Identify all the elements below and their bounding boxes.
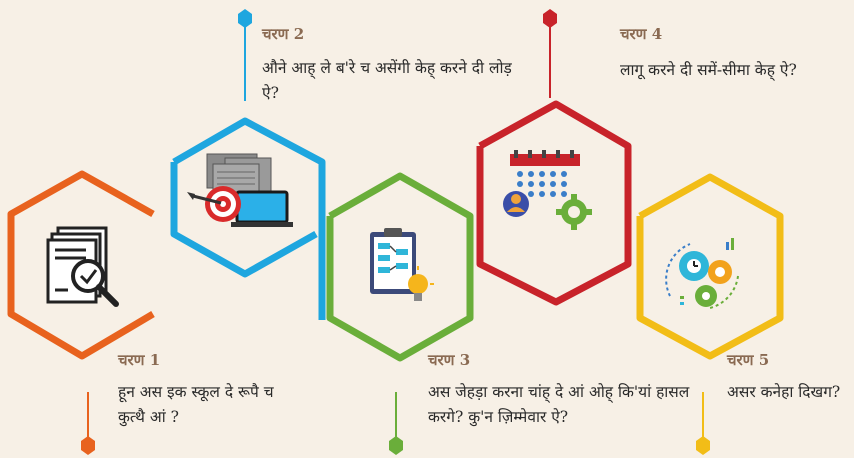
- step-3-label: चरण 3: [428, 351, 471, 369]
- step-1-label: चरण 1: [118, 351, 161, 369]
- step-4-text: लागू करने दी समें-सीमा केह् ऐ?: [620, 61, 797, 79]
- target-laptop-icon: [187, 153, 293, 227]
- step-2-label: चरण 2: [262, 25, 305, 43]
- step-5-hexagon: [636, 173, 784, 455]
- step-1-hexagon: [7, 170, 155, 455]
- step-4-hexagon: [476, 9, 632, 306]
- step-2-hexagon: [170, 9, 326, 320]
- step-5-text: असर कनेहा दिखग?: [727, 383, 841, 401]
- calendar-gear-icon: [503, 150, 592, 230]
- step-3-hexagon: [326, 172, 474, 455]
- step-3-text: अस जेहड़ा करना चांह् दे आं ओह् कि'यां हा…: [428, 383, 690, 426]
- step-5-label: चरण 5: [727, 351, 770, 369]
- step-1-text: हून अस इक स्कूल दे रूपै च कुत्थै आं ?: [118, 383, 274, 426]
- step-2-text: औने आह् ले ब'रे च असेंगी केह् करने दी लो…: [262, 59, 512, 102]
- clipboard-bulb-icon: [370, 228, 434, 301]
- gears-chart-icon: [665, 238, 739, 309]
- document-search-icon: [46, 226, 119, 307]
- step-4-label: चरण 4: [620, 25, 663, 43]
